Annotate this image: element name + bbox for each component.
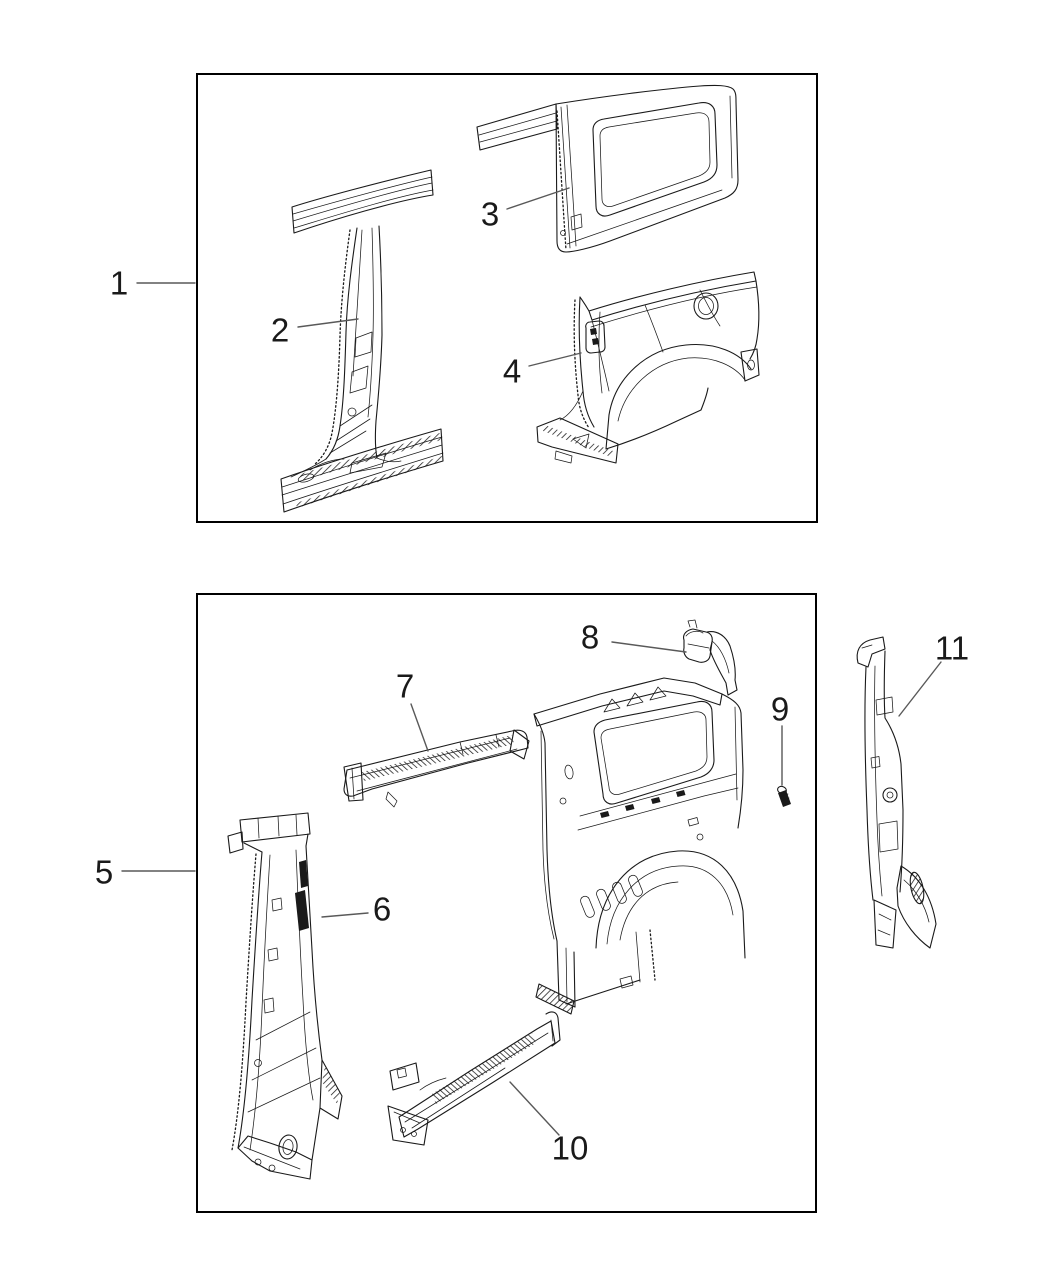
leader-line-8 [611,641,687,653]
part-7-roof-rail-inner-illustration [343,729,530,808]
callout-9: 9 [770,690,790,728]
leader-line-6 [321,912,369,918]
leader-lines [121,187,942,1136]
part-11-pillar-reinforcement-illustration [856,636,937,949]
callout-3: 3 [480,195,500,233]
leader-line-4 [528,352,582,367]
callout-6: 6 [372,890,392,928]
parts-group-box-5 [196,593,817,1213]
leader-line-7 [410,703,429,752]
callout-11: 11 [934,629,970,667]
callout-2: 2 [270,311,290,349]
callout-8: 8 [580,618,600,656]
part-3-quarter-panel-upper-illustration [476,84,739,253]
leader-line-10 [509,1081,560,1136]
quarter-inner-panel-illustration [533,677,746,1015]
leader-line-3 [506,187,570,210]
part-9-fastener-illustration [777,785,791,807]
part-8-bracket-illustration [683,619,738,696]
part-4-quarter-panel-lower-illustration [536,271,760,464]
callout-1: 1 [109,264,129,302]
callout-5: 5 [94,853,114,891]
leader-line-2 [297,318,359,328]
callout-7: 7 [395,667,415,705]
parts-group-box-1 [196,73,818,523]
part-2-center-pillar-outer-illustration [280,169,444,513]
part-6-center-pillar-inner-illustration [227,812,343,1180]
leader-line-11 [898,661,942,717]
callout-4: 4 [502,352,522,390]
part-10-sill-inner-illustration [387,1011,561,1146]
callout-10: 10 [551,1129,589,1167]
